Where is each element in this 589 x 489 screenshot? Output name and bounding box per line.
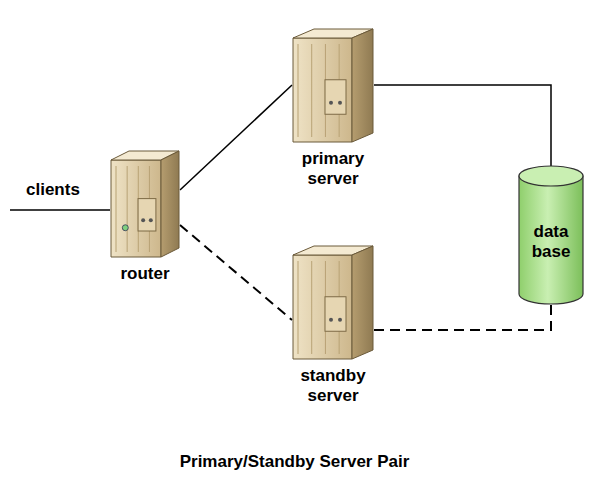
server-groove [311,261,312,354]
active-link [374,85,551,167]
server-front [293,38,352,142]
server-led [329,318,333,322]
server-led [338,101,342,105]
node-label: data base [520,208,582,262]
server-groove [116,166,117,252]
server-panel [138,199,156,231]
server-groove [127,166,128,252]
server-groove [298,44,299,137]
cylinder-body [519,176,583,304]
router-icon [110,150,180,258]
server-node: standby server [292,245,374,406]
server-groove [311,44,312,137]
router-node: router [110,150,180,284]
standby-link [374,303,551,330]
router-led [122,225,128,231]
server-led [141,218,145,222]
caption: Primary/Standby Server Pair [0,452,589,472]
node-label: standby server [292,366,374,406]
server-led [149,218,153,222]
clients-label: clients [26,180,80,200]
server-led [338,318,342,322]
server-groove [298,261,299,354]
database-node: data base [518,165,584,305]
server-led [329,101,333,105]
server-panel [325,80,346,115]
server-panel [325,297,346,332]
server-front [293,255,352,359]
server-side [161,151,179,257]
server-icon [292,28,374,143]
server-icon [292,245,374,360]
server-front [111,160,161,257]
clients-line [10,209,110,211]
node-label: router [110,264,180,284]
server-side [352,29,373,142]
server-node: primary server [292,28,374,189]
standby-link [180,225,292,320]
server-side [352,246,373,359]
cylinder-top [519,166,583,186]
node-label: primary server [292,149,374,189]
active-link [180,85,292,190]
